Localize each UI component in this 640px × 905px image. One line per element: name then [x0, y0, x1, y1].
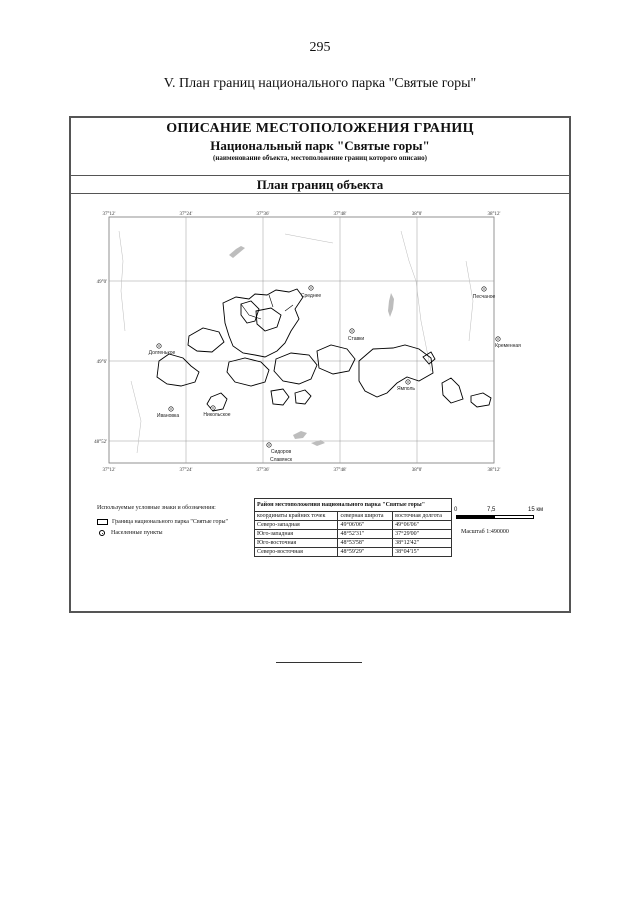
scale-label-end: 15 км	[528, 507, 544, 513]
settlement-label-nikolskoe: Никольское	[203, 412, 230, 418]
object-name-note: (наименование объекта, местоположение гр…	[213, 154, 427, 162]
settlement-yampol: Ямполь	[397, 379, 415, 392]
footer-divider	[276, 662, 362, 663]
settlement-kremennaya: Кременная	[495, 336, 521, 349]
table-row: Юго-восточная 48°53'58" 38°12'42"	[253, 538, 452, 548]
scale-labels: 0 7,5 15 км	[454, 507, 554, 515]
boundary-swatch-icon	[97, 519, 108, 525]
settlement-ivanovka: Ивановка	[157, 406, 179, 419]
scale-text: Масштаб 1:490000	[461, 529, 509, 535]
legend-row-boundary: Граница национального парка "Святые горы…	[97, 518, 257, 526]
settlement-marker-icon	[99, 530, 105, 536]
boundary-description-frame: ОПИСАНИЕ МЕСТОПОЛОЖЕНИЯ ГРАНИЦ Националь…	[69, 116, 571, 613]
coords-header-points: координаты крайних точек	[253, 511, 339, 521]
lat-label-3: 48°52'	[94, 440, 107, 445]
settlement-label-dolgenkoe: Долгенькое	[149, 350, 176, 356]
settlement-nikolskoe: Никольское	[203, 405, 231, 418]
coords-table-header-row: координаты крайних точек северная широта…	[253, 511, 452, 521]
coords-cell: 38°12'42"	[392, 538, 452, 548]
settlement-label-slavyansk: Славянск	[270, 457, 293, 463]
extreme-points-table: Район местоположения национального парка…	[253, 498, 452, 557]
scale-label-zero: 0	[454, 507, 458, 513]
settlement-markers: Среднее Песчаное Ставки Долгенькое	[149, 285, 521, 463]
table-row: Северо-западная 49°06'06" 49°06'06"	[253, 520, 452, 530]
scale-bar-graphic	[456, 515, 534, 519]
settlement-dolgenkoe: Долгенькое	[149, 343, 176, 356]
page-number: 295	[309, 40, 331, 55]
plan-title: План границ объекта	[71, 176, 569, 194]
coords-cell: 48°52'31"	[337, 529, 394, 539]
settlement-label-peschanoe: Песчаное	[473, 294, 496, 300]
lon-label-top-5: 38°0'	[412, 212, 422, 217]
coords-cell: Северо-западная	[253, 520, 339, 530]
coords-cell: 48°53'58"	[337, 538, 394, 548]
settlement-peschanoe: Песчаное	[473, 286, 496, 300]
lon-label-bottom-3: 37°36'	[257, 468, 270, 473]
lon-label-bottom-5: 38°0'	[412, 468, 422, 473]
scale-bar: 0 7,5 15 км Масштаб 1:490000	[454, 507, 554, 535]
coords-cell: 48°59'29"	[337, 547, 394, 557]
settlement-label-yampol: Ямполь	[397, 386, 415, 392]
rivers	[118, 230, 474, 454]
coords-cell: Юго-восточная	[253, 538, 339, 548]
table-row: Юго-западная 48°52'31" 37°29'00"	[253, 529, 452, 539]
settlement-label-kremennaya: Кременная	[495, 343, 521, 349]
settlement-slavyansk: Славянск	[270, 457, 293, 463]
coords-cell: 49°06'06"	[392, 520, 452, 530]
legend-settlement-label: Населенные пункты	[111, 530, 163, 536]
object-name: Национальный парк "Святые горы"	[210, 138, 430, 153]
lon-label-bottom-1: 37°12'	[103, 468, 116, 473]
settlement-stavki: Ставки	[348, 328, 364, 342]
coords-cell: Юго-западная	[253, 529, 339, 539]
coords-cell: 37°29'00"	[392, 529, 452, 539]
lon-label-bottom-4: 37°48'	[334, 468, 347, 473]
lon-label-top-4: 37°48'	[334, 212, 347, 217]
scale-label-mid: 7,5	[487, 507, 496, 513]
coords-cell: Северо-восточная	[253, 547, 339, 557]
coords-table-caption: Район местоположения национального парка…	[254, 498, 452, 512]
boundary-map-svg: 37°12' 37°24' 37°36' 37°48' 38°0' 38°12'…	[94, 212, 521, 473]
lon-label-top-3: 37°36'	[257, 212, 270, 217]
park-inner-lines	[240, 294, 294, 320]
description-title: ОПИСАНИЕ МЕСТОПОЛОЖЕНИЯ ГРАНИЦ	[166, 121, 474, 136]
map-legend: Используемые условные знаки и обозначени…	[97, 504, 257, 540]
description-header: ОПИСАНИЕ МЕСТОПОЛОЖЕНИЯ ГРАНИЦ Националь…	[71, 121, 569, 176]
lat-label-2: 49°6'	[97, 360, 107, 365]
table-row: Северо-восточная 48°59'29" 38°04'15"	[253, 547, 452, 557]
settlement-label-stavki: Ставки	[348, 336, 364, 342]
water-bodies	[229, 246, 394, 446]
coords-header-lat: северная широта	[337, 511, 394, 521]
lon-label-bottom-2: 37°24'	[180, 468, 193, 473]
lon-label-top-1: 37°12'	[103, 212, 116, 217]
coords-cell: 38°04'15"	[392, 547, 452, 557]
settlement-label-ivanovka: Ивановка	[157, 413, 179, 419]
legend-title: Используемые условные знаки и обозначени…	[97, 505, 216, 511]
coords-header-lon: восточная долгота	[392, 511, 452, 521]
settlement-label-srednee: Среднее	[301, 293, 322, 299]
coords-cell: 49°06'06"	[337, 520, 394, 530]
legend-boundary-label: Граница национального парка "Святые горы…	[112, 519, 228, 525]
map-grid	[109, 217, 495, 463]
section-heading: V. План границ национального парка "Свят…	[163, 76, 477, 91]
park-boundary	[156, 288, 492, 412]
lon-label-top-2: 37°24'	[180, 212, 193, 217]
boundary-map: 37°12' 37°24' 37°36' 37°48' 38°0' 38°12'…	[71, 191, 569, 486]
legend-row-settlement: Населенные пункты	[97, 529, 257, 537]
lon-label-bottom-6: 38°12'	[488, 468, 501, 473]
settlement-label-sidorovo: Сидоров	[271, 449, 292, 455]
settlement-srednee: Среднее	[301, 285, 322, 299]
lat-label-1: 49°0'	[97, 280, 107, 285]
lon-label-top-6: 38°12'	[488, 212, 501, 217]
settlement-sidorovo: Сидоров	[266, 442, 292, 455]
